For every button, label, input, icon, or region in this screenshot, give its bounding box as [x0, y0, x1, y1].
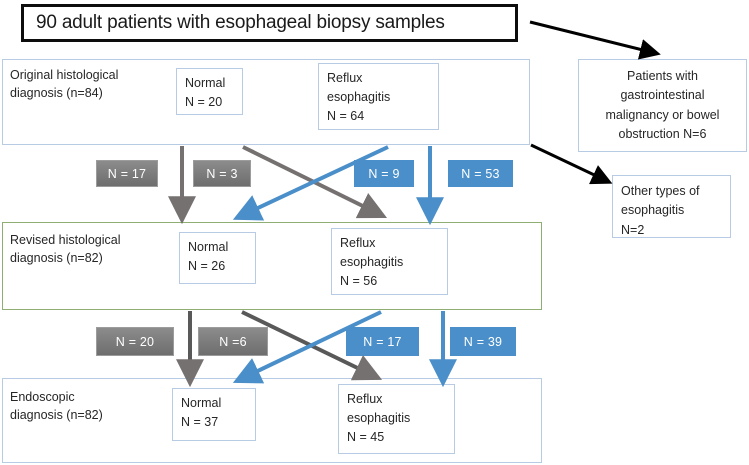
chip-transition-2-6: N =6 — [198, 327, 268, 356]
side-box-other-esophagitis: Other types of esophagitis N=2 — [612, 175, 731, 238]
chip-transition-1-53: N = 53 — [448, 160, 513, 187]
row-original-label: Original histological diagnosis (n=84) — [10, 68, 119, 101]
side-box-other-esophagitis-text: Other types of esophagitis N=2 — [621, 184, 700, 237]
cell-revised-normal: Normal N = 26 — [179, 232, 256, 284]
chip-transition-1-3: N = 3 — [193, 160, 251, 187]
chip-transition-1-17: N = 17 — [96, 160, 158, 187]
cell-endoscopic-reflux: Reflux esophagitis N = 45 — [338, 384, 455, 454]
arrow-title-to-gi-malignancy — [529, 20, 661, 60]
chip-transition-1-9: N = 9 — [354, 160, 414, 187]
row-original-container — [2, 59, 530, 145]
chip-transition-2-39: N = 39 — [450, 327, 516, 356]
title-box: 90 adult patients with esophageal biopsy… — [21, 4, 518, 42]
row-revised-container — [2, 222, 542, 310]
row-endoscopic-label: Endoscopic diagnosis (n=82) — [10, 390, 103, 423]
title-text: 90 adult patients with esophageal biopsy… — [36, 12, 445, 34]
cell-revised-reflux: Reflux esophagitis N = 56 — [331, 228, 448, 295]
side-box-gi-malignancy: Patients with gastrointestinal malignanc… — [578, 59, 747, 152]
cell-original-reflux: Reflux esophagitis N = 64 — [318, 63, 439, 130]
row-revised-label: Revised histological diagnosis (n=82) — [10, 233, 121, 266]
cell-original-normal: Normal N = 20 — [176, 68, 243, 115]
chip-transition-2-20: N = 20 — [96, 327, 174, 356]
side-box-gi-malignancy-text: Patients with gastrointestinal malignanc… — [605, 68, 720, 141]
cell-endoscopic-normal: Normal N = 37 — [172, 388, 256, 441]
chip-transition-2-17: N = 17 — [346, 327, 419, 356]
